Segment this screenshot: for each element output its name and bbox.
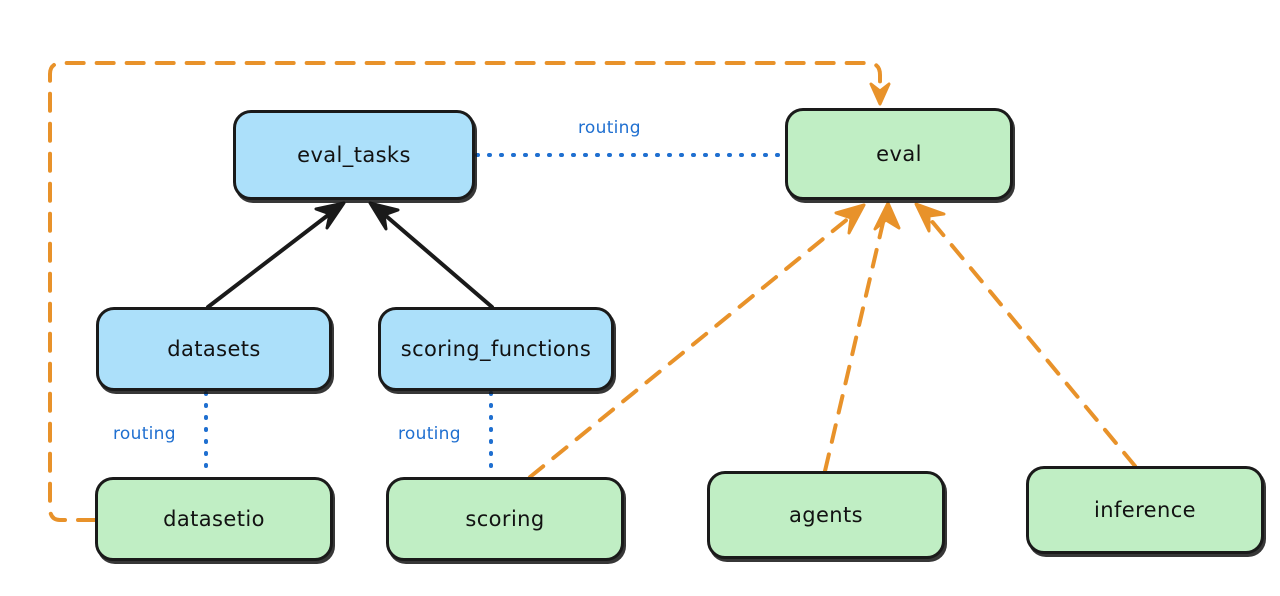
datasets-evaltasks-arrowhead — [314, 201, 346, 230]
node-datasetio[interactable]: datasetio — [95, 477, 333, 561]
edge-label-routing-eval: routing — [578, 118, 641, 138]
node-datasets[interactable]: datasets — [96, 307, 332, 391]
node-label-eval-tasks: eval_tasks — [297, 143, 411, 167]
edge-agents-to-eval — [823, 201, 901, 473]
inference-eval-arrowhead — [914, 202, 946, 233]
edge-scoring-to-eval — [528, 203, 866, 479]
node-label-agents: agents — [788, 503, 863, 527]
edge-label-routing-datasets: routing — [113, 424, 176, 444]
node-inference[interactable]: inference — [1026, 466, 1264, 554]
node-label-inference: inference — [1094, 498, 1196, 522]
edge-datasets-to-eval_tasks — [206, 201, 346, 309]
datasetio-eval-arrowhead — [869, 82, 891, 106]
scoring-eval-path — [528, 211, 857, 479]
edge-datasetio-to-eval — [48, 61, 891, 522]
node-eval-tasks[interactable]: eval_tasks — [233, 110, 475, 200]
node-eval[interactable]: eval — [785, 108, 1013, 200]
edge-inference-to-eval — [914, 202, 1137, 468]
node-label-scoring-functions: scoring_functions — [400, 337, 592, 361]
inference-eval-path — [923, 211, 1137, 468]
node-label-eval: eval — [876, 142, 922, 166]
node-label-datasetio: datasetio — [163, 507, 265, 531]
node-label-scoring: scoring — [465, 507, 545, 531]
edge-label-routing-scoring: routing — [398, 424, 461, 444]
agents-eval-arrowhead — [873, 201, 901, 231]
node-scoring[interactable]: scoring — [386, 477, 624, 561]
node-label-datasets: datasets — [167, 337, 261, 361]
datasets-evaltasks-path — [206, 207, 338, 309]
agents-eval-path — [823, 212, 887, 473]
scoringfunctions-evaltasks-arrowhead — [368, 201, 400, 231]
node-agents[interactable]: agents — [707, 471, 945, 559]
scoring-eval-arrowhead — [834, 203, 866, 235]
scoringfunctions-evaltasks-path — [376, 207, 494, 309]
datasetio-eval-path — [48, 61, 882, 522]
node-scoring-functions[interactable]: scoring_functions — [378, 307, 614, 391]
edge-scoring_functions-to-eval_tasks — [368, 201, 494, 309]
